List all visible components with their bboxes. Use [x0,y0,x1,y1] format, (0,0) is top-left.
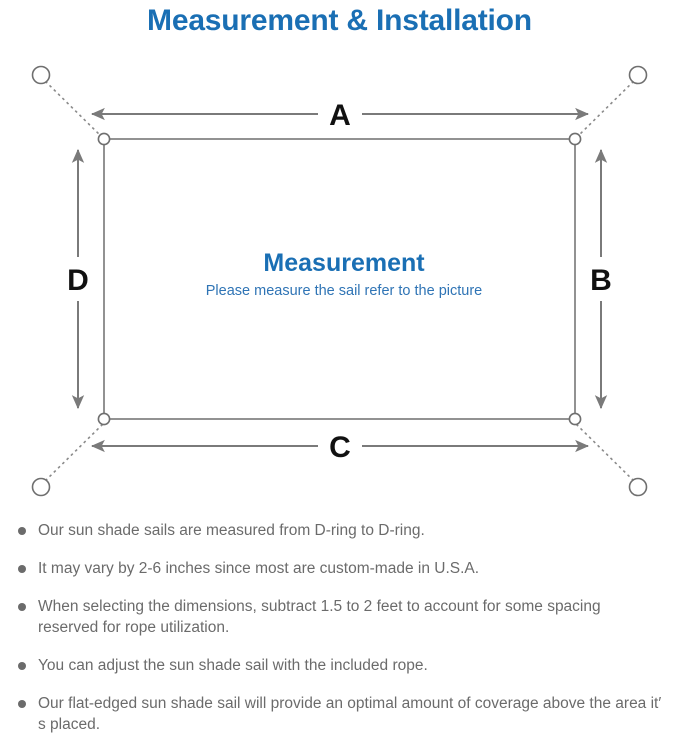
rope-bottom-left [40,422,105,486]
rope-top-right [574,76,639,140]
d-ring-bottom-left [97,412,111,426]
bullet-icon [18,565,26,573]
note-text: Our sun shade sails are measured from D-… [38,522,425,539]
anchor-bottom-left [31,477,51,497]
rope-top-left [40,76,105,140]
note-text: Our flat-edged sun shade sail will provi… [38,695,662,733]
list-item: It may vary by 2-6 inches since most are… [12,558,665,579]
anchor-bottom-right [628,477,648,497]
d-ring-bottom-right [568,412,582,426]
dimension-label-d: D [67,264,89,297]
bullet-icon [18,662,26,670]
dimension-label-b: B [590,264,612,297]
bullet-icon [18,700,26,708]
d-ring-top-right [568,132,582,146]
dimension-label-c: C [329,431,351,464]
anchor-top-left [31,65,51,85]
anchor-top-right [628,65,648,85]
list-item: You can adjust the sun shade sail with t… [12,655,665,676]
d-rings [97,132,582,426]
center-heading: Measurement [263,249,425,277]
anchor-points [31,65,648,497]
note-text: When selecting the dimensions, subtract … [38,598,601,636]
list-item: When selecting the dimensions, subtract … [12,596,665,638]
rope-lines [40,76,639,486]
bullet-icon [18,527,26,535]
list-item: Our flat-edged sun shade sail will provi… [12,693,665,735]
sail-rectangle [103,138,576,420]
notes-list: Our sun shade sails are measured from D-… [0,520,679,752]
measurement-diagram: A B C D Measurement Please measure the s… [0,44,679,514]
center-subtitle: Please measure the sail refer to the pic… [206,283,482,299]
list-item: Our sun shade sails are measured from D-… [12,520,665,541]
dimension-label-a: A [329,99,351,132]
rope-bottom-right [574,422,639,486]
page-title: Measurement & Installation [147,4,532,37]
d-ring-top-left [97,132,111,146]
note-text: You can adjust the sun shade sail with t… [38,657,428,674]
dimension-arrows [71,107,608,453]
bullet-icon [18,603,26,611]
note-text: It may vary by 2-6 inches since most are… [38,560,480,577]
